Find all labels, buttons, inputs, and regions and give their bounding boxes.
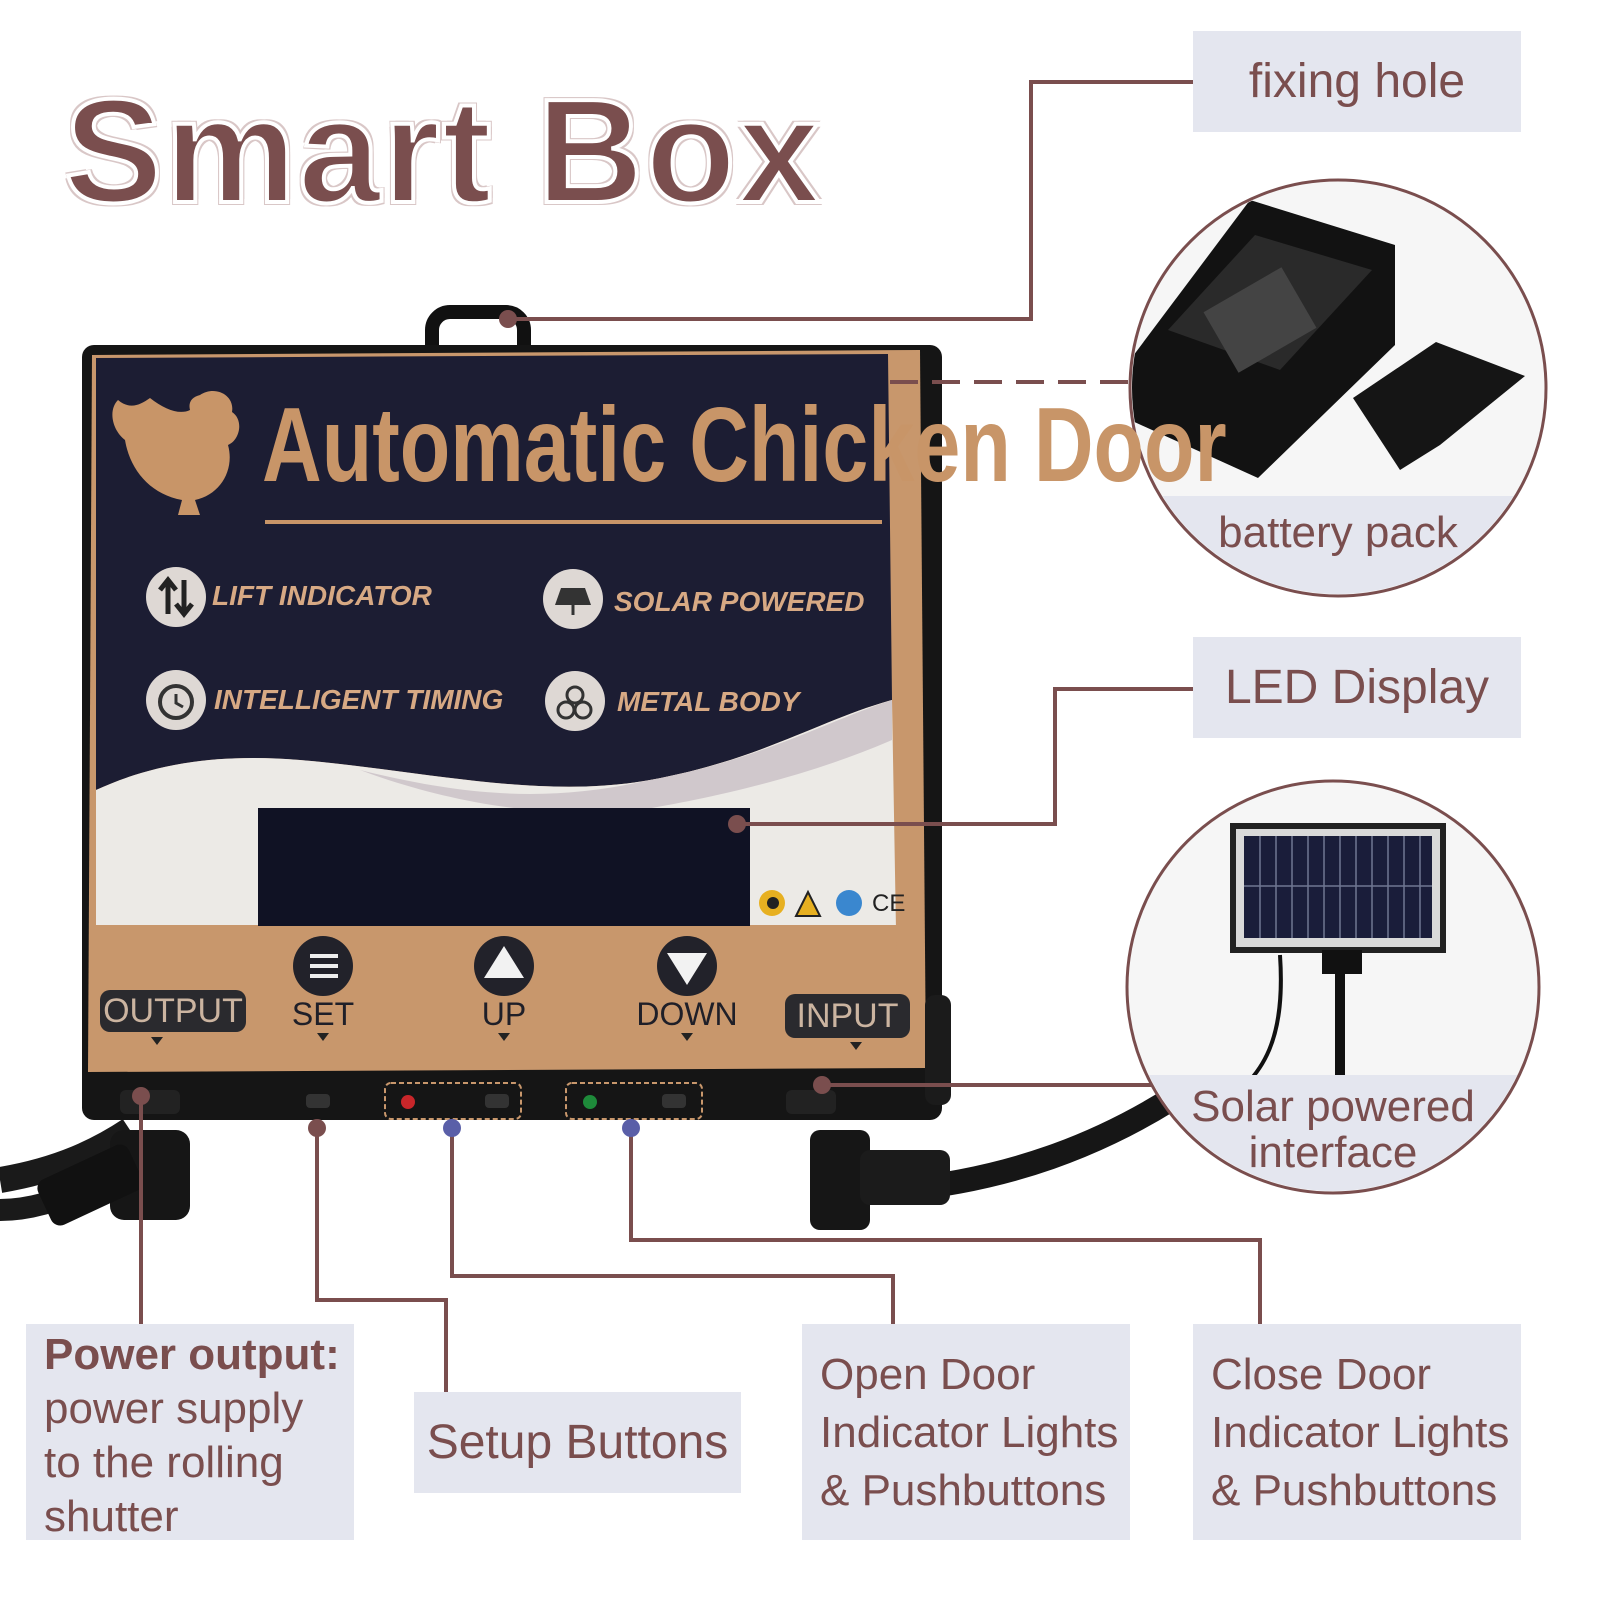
feature-metal-body: METAL BODY (617, 686, 800, 717)
callout-open-door: Open Door Indicator Lights & Pushbuttons (802, 1324, 1130, 1540)
close-pushbutton (662, 1094, 686, 1108)
input-port (786, 1090, 836, 1114)
open-pushbutton (485, 1094, 509, 1108)
faceplate-dark-area (96, 354, 892, 790)
led-display-screen (258, 808, 750, 926)
up-button-label[interactable]: UP (481, 996, 527, 1032)
open-door-group (384, 1082, 522, 1120)
callout-close-door: Close Door Indicator Lights & Pushbutton… (1193, 1324, 1521, 1540)
close-door-marker (622, 1119, 640, 1137)
open-indicator-light (401, 1095, 415, 1109)
warning-icon-2 (794, 889, 822, 917)
device-heading: Automatic Chicken Door (262, 386, 1227, 504)
set-button-label[interactable]: SET (291, 996, 355, 1032)
input-port-label: INPUT (785, 994, 910, 1038)
page-title: Smart Box (62, 69, 823, 234)
info-icon (836, 890, 862, 916)
setup-pushbutton (306, 1094, 330, 1108)
metal-pipes-icon (545, 671, 605, 731)
close-door-group (565, 1082, 703, 1120)
output-port (120, 1090, 180, 1114)
leader-lines (139, 80, 1262, 1392)
output-plug (37, 1144, 143, 1226)
callout-led-display: LED Display (1193, 637, 1521, 738)
feature-intelligent-timing: INTELLIGENT TIMING (214, 684, 504, 715)
input-plug-head (860, 1150, 950, 1205)
rooster-logo-icon (112, 391, 240, 515)
up-down-arrows-icon (146, 567, 206, 627)
open-door-marker (443, 1119, 461, 1137)
battery-cover (1353, 342, 1525, 470)
callout-setup-buttons: Setup Buttons (414, 1392, 741, 1493)
callout-power-output: Power output: power supply to the rollin… (26, 1324, 354, 1541)
ce-mark: CE (872, 890, 906, 917)
output-port-label: OUTPUT (100, 990, 246, 1032)
down-button-label[interactable]: DOWN (636, 996, 738, 1032)
feature-lift-indicator: LIFT INDICATOR (212, 580, 432, 611)
close-indicator-light (583, 1095, 597, 1109)
callout-fixing-hole: fixing hole (1193, 31, 1521, 132)
callout-battery-pack: battery pack (1218, 508, 1458, 557)
input-plug (810, 1130, 870, 1230)
feature-solar-powered: SOLAR POWERED (614, 586, 865, 617)
callout-solar-interface: Solar powered interface (1191, 1082, 1475, 1177)
